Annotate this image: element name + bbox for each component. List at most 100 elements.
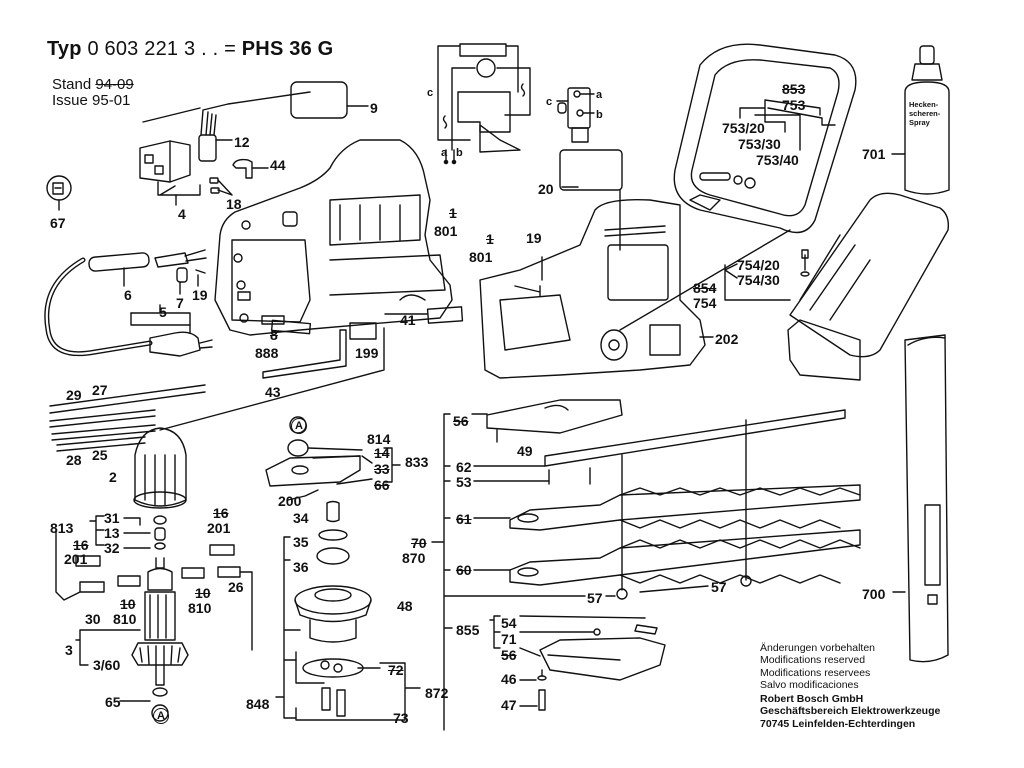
type-number: 0 603 221 3 . .	[87, 38, 219, 60]
part-label-810a: 810	[113, 611, 137, 627]
model-name: PHS 36 G	[241, 38, 334, 60]
part-label-3: 3	[65, 642, 73, 658]
part-label-70-old: 70	[411, 535, 427, 551]
part-label-56a-old: 56	[453, 413, 469, 429]
part-label-72-old: 72	[388, 662, 404, 678]
part-label-48: 48	[397, 598, 413, 614]
part-label-44: 44	[270, 157, 286, 173]
part-label-801a-old: 1	[449, 205, 457, 221]
part-label-10b-old: 10	[195, 585, 211, 601]
note-line: Änderungen vorbehalten	[760, 642, 876, 654]
part-label-801a: 801	[434, 223, 458, 239]
stand-line: Stand 94-09	[52, 76, 134, 93]
part-label-19a: 19	[192, 287, 208, 303]
blade-guard	[787, 192, 950, 381]
part-label-848: 848	[246, 696, 270, 712]
part-label-753-40: 753/40	[756, 152, 799, 168]
part-label-870: 870	[402, 550, 426, 566]
part-label-754: 754	[693, 295, 717, 311]
field-coil	[133, 427, 187, 509]
part-label-57b: 57	[711, 579, 727, 595]
part-label-12: 12	[234, 134, 250, 150]
mounting-plate	[489, 615, 666, 711]
stand-value: 94-09	[95, 76, 134, 93]
equals-sign: =	[224, 38, 236, 60]
part-label-66-old: 66	[374, 477, 390, 493]
part-label-18: 18	[226, 196, 242, 212]
handle-bow	[673, 43, 857, 234]
part-label-5: 5	[159, 304, 167, 320]
part-label-30: 30	[85, 611, 101, 627]
part-label-814: 814	[367, 431, 391, 447]
company-address: 70745 Leinfelden-Echterdingen	[760, 717, 916, 730]
part-label-753: 753	[782, 97, 806, 113]
part-label-201a: 201	[64, 551, 88, 567]
connecting-rods	[49, 384, 206, 452]
part-label-200: 200	[278, 493, 302, 509]
spray-text-line: Hecken-	[909, 100, 939, 109]
wire-label-b: b	[456, 147, 463, 159]
note-line: Modifications reservees	[760, 666, 871, 679]
part-label-3-60: 3/60	[93, 657, 121, 673]
company-name: Robert Bosch GmbH	[760, 693, 864, 706]
gear-train	[265, 416, 421, 721]
part-label-16b-old: 16	[213, 505, 229, 521]
issue-value: 95-01	[92, 92, 131, 109]
part-label-49: 49	[517, 443, 533, 459]
note-line: Modifications reserved	[760, 654, 866, 667]
company-division: Geschäftsbereich Elektrowerkzeuge	[760, 705, 941, 718]
stand-label: Stand	[52, 76, 92, 93]
part-label-46: 46	[501, 671, 517, 687]
part-label-202: 202	[715, 331, 739, 347]
part-label-700: 700	[862, 586, 886, 602]
switch-label-b: b	[596, 109, 603, 121]
switch-label-c: c	[546, 96, 553, 108]
part-label-62: 62	[456, 459, 472, 475]
switch-parts	[46, 81, 348, 211]
part-label-14-old: 14	[374, 445, 390, 461]
wire-label-a: a	[441, 147, 448, 159]
part-label-753-20: 753/20	[722, 120, 765, 136]
typ-label: Typ	[47, 38, 82, 60]
hex-key-and-labels	[159, 306, 464, 431]
leader-lines	[123, 105, 791, 338]
part-label-813: 813	[50, 520, 74, 536]
part-label-35: 35	[293, 534, 309, 550]
part-label-25: 25	[92, 447, 108, 463]
part-label-36: 36	[293, 559, 309, 575]
housing-left-half	[214, 139, 453, 336]
part-label-4: 4	[178, 206, 186, 222]
document-title: Typ 0 603 221 3 . . = PHS 36 G	[47, 38, 333, 61]
spray-text-line: Spray	[909, 118, 930, 127]
part-label-833: 833	[405, 454, 429, 470]
wire-label-c: c	[427, 87, 434, 99]
part-label-701: 701	[862, 146, 886, 162]
part-label-801b: 801	[469, 249, 493, 265]
part-label-26: 26	[228, 579, 244, 595]
part-label-854-old: 854	[693, 280, 717, 296]
part-label-753-30: 753/30	[738, 136, 781, 152]
part-label-71: 71	[501, 631, 517, 647]
housing-right-half	[479, 149, 791, 379]
part-label-2: 2	[109, 469, 117, 485]
footer-notes: Änderungen vorbehalten Modifications res…	[760, 642, 940, 730]
part-label-53: 53	[456, 474, 472, 490]
part-label-9: 9	[370, 100, 378, 116]
spray-can	[891, 45, 950, 195]
part-label-6: 6	[124, 287, 132, 303]
part-label-43: 43	[265, 384, 281, 400]
part-label-16a-old: 16	[73, 537, 89, 553]
part-label-853-old: 853	[782, 81, 806, 97]
part-label-32: 32	[104, 540, 120, 556]
issue-line: Issue 95-01	[52, 92, 130, 109]
part-label-67: 67	[50, 215, 66, 231]
part-label-73: 73	[393, 710, 409, 726]
part-label-8-old: 8	[270, 327, 278, 343]
part-label-872: 872	[425, 685, 449, 701]
part-label-20: 20	[538, 181, 554, 197]
part-label-7: 7	[176, 295, 184, 311]
part-label-41: 41	[400, 312, 416, 328]
note-line: Salvo modificaciones	[760, 678, 859, 691]
part-label-855: 855	[456, 622, 480, 638]
